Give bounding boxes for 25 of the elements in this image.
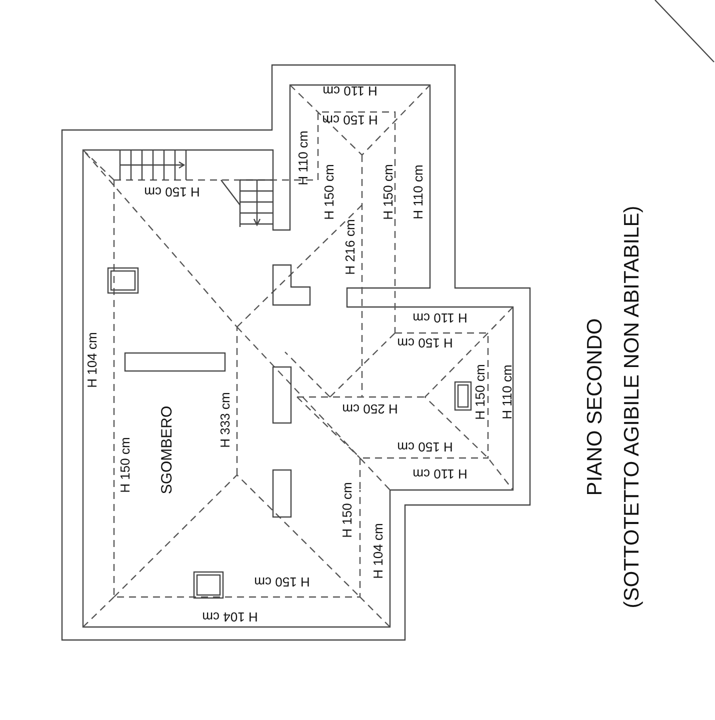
height-label: H 150 cm: [382, 164, 394, 220]
height-label: H 150 cm: [118, 437, 132, 493]
height-label: H 110 cm: [500, 364, 514, 420]
height-label: H 104 cm: [202, 610, 258, 624]
height-label: H 110 cm: [296, 130, 310, 186]
height-label: H 150 cm: [144, 186, 200, 198]
height-label: H 150 cm: [474, 364, 486, 420]
height-label: H 150 cm: [340, 482, 354, 538]
height-label: H 110 cm: [322, 84, 378, 98]
height-label: H 150 cm: [397, 336, 453, 350]
height-label: H 110 cm: [412, 468, 468, 480]
height-label: H 150 cm: [254, 576, 310, 588]
height-label: H 104 cm: [86, 332, 98, 388]
height-label: H 110 cm: [412, 312, 468, 324]
height-label: H 104 cm: [372, 523, 384, 579]
height-label: H 250 cm: [342, 402, 398, 416]
room-name: SGOMBERO: [160, 406, 174, 494]
height-label: H 150 cm: [322, 164, 336, 220]
height-label: H 150 cm: [397, 440, 453, 454]
height-label: H 150 cm: [322, 114, 378, 126]
plan-title: PIANO SECONDO: [584, 318, 606, 496]
height-label: H 333 cm: [218, 392, 232, 448]
height-label: H 216 cm: [344, 219, 356, 275]
plan-caption: (SOTTOTETTO AGIBILE NON ABITABILE): [622, 206, 642, 608]
height-label: H 110 cm: [412, 164, 424, 220]
